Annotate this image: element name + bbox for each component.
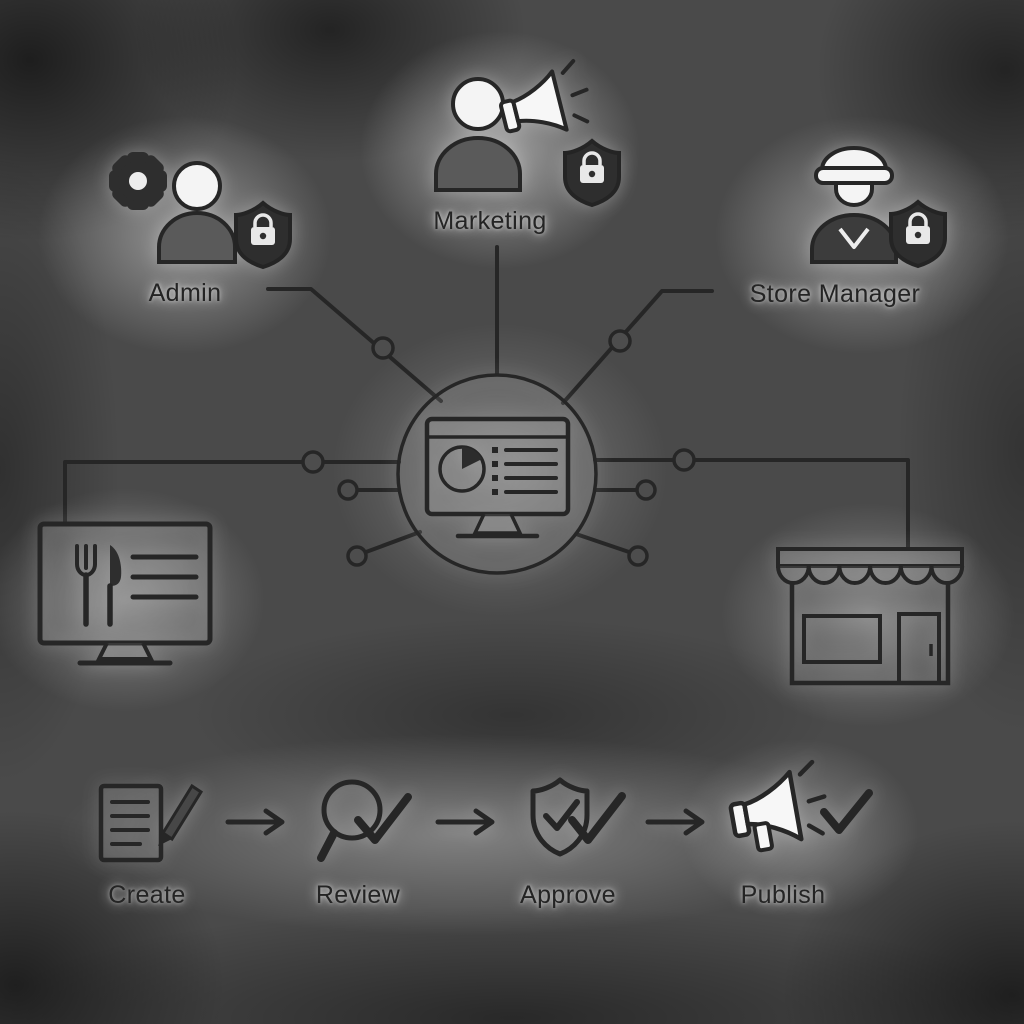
arrow-right-icon: [438, 811, 492, 833]
dashboard-hub: [396, 373, 598, 575]
menu-board-monitor-icon: [37, 521, 213, 666]
storefront-door: [897, 612, 941, 685]
role-store-manager: [810, 146, 947, 268]
document-pencil-icon: [98, 783, 204, 863]
list-rows-icon: [492, 447, 558, 495]
circuit-node: [337, 479, 359, 501]
magnifier-check-icon: [317, 779, 412, 862]
circuit-node: [627, 545, 649, 567]
arrow-right-icon: [228, 811, 282, 833]
shield-lock-icon: [234, 201, 292, 269]
step-label-create: Create: [108, 881, 186, 909]
circuit-node: [608, 329, 632, 353]
knife-icon: [107, 545, 122, 627]
fork-icon: [75, 544, 97, 627]
circuit-node: [301, 450, 325, 474]
megaphone-check-icon: [728, 759, 873, 853]
role-label-marketing: Marketing: [433, 207, 547, 235]
menu-lines: [130, 554, 199, 600]
role-marketing: [434, 59, 621, 207]
circuit-node: [635, 479, 657, 501]
workflow-steps: [98, 759, 873, 863]
role-label-admin: Admin: [148, 279, 222, 307]
capped-person-icon: [810, 146, 898, 264]
circuit-node: [672, 448, 696, 472]
role-label-store-manager: Store Manager: [749, 280, 921, 308]
shield-lock-icon: [889, 200, 947, 268]
person-icon: [157, 161, 237, 264]
step-label-approve: Approve: [520, 881, 616, 909]
storefront-window: [802, 614, 882, 664]
step-label-publish: Publish: [740, 881, 826, 909]
dashboard-monitor-icon: [424, 416, 571, 539]
person-icon: [434, 77, 522, 192]
circuit-node: [346, 545, 368, 567]
shield-lock-icon: [563, 139, 621, 207]
role-admin: [109, 152, 292, 269]
pencil-icon: [158, 783, 204, 846]
pie-chart-icon: [438, 445, 486, 493]
shield-check-icon: [530, 777, 626, 857]
arrow-right-icon: [648, 811, 702, 833]
step-label-review: Review: [315, 881, 401, 909]
megaphone-icon: [499, 59, 590, 134]
circuit-node: [371, 336, 395, 360]
storefront-icon: [776, 547, 965, 686]
connector-lines: [63, 245, 910, 567]
gear-icon: [109, 152, 167, 210]
